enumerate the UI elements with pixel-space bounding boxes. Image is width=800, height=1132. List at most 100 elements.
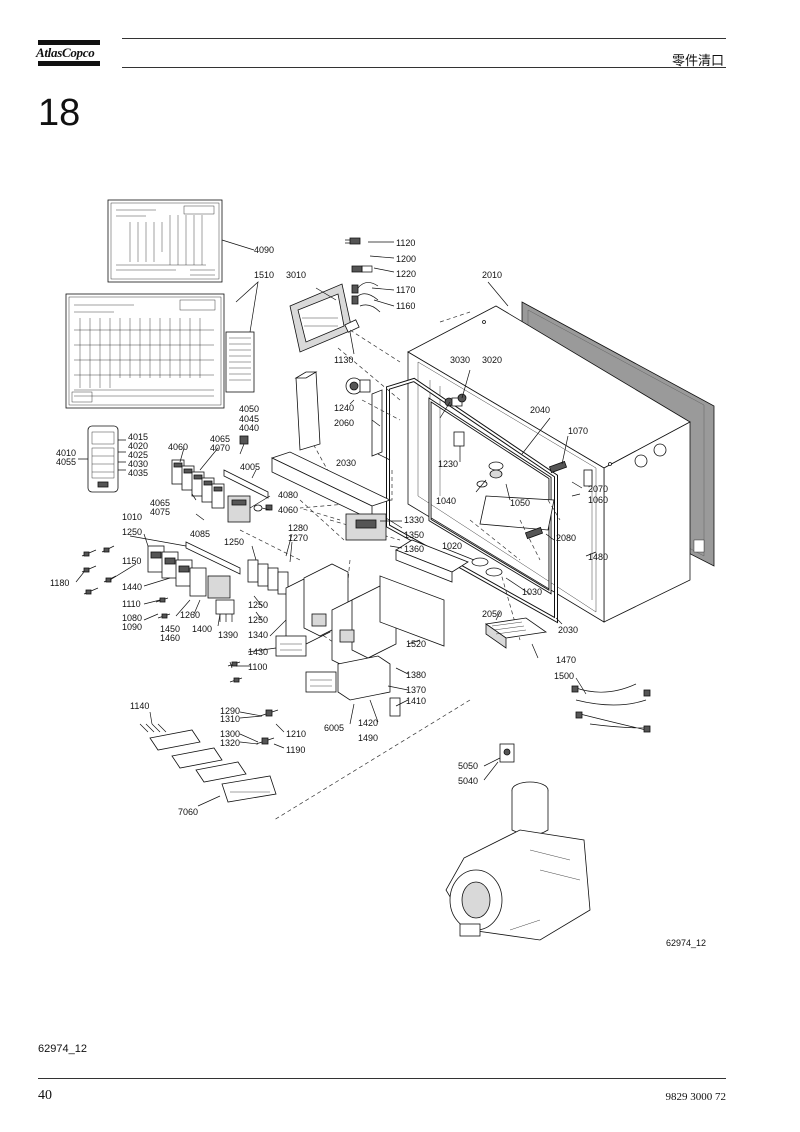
callout-1370: 1370 — [406, 685, 426, 695]
callout-4060: 4060 — [168, 442, 188, 452]
callout-1390: 1390 — [218, 630, 238, 640]
callout-1300: 1300 — [220, 729, 240, 739]
callout-1350: 1350 — [404, 530, 424, 540]
wiring-diagram-sheet-narrow — [225, 331, 255, 393]
callout-1160: 1160 — [396, 301, 415, 311]
callout-1320: 1320 — [220, 738, 240, 748]
cable-duct-1020 — [395, 539, 469, 583]
contactor-group-1440 — [147, 545, 193, 587]
callout-2060: 2060 — [334, 418, 354, 428]
fuses-1180-1150 — [81, 545, 117, 595]
terminal-blocks-7060 — [139, 723, 277, 803]
overload-relays-1430 — [275, 635, 337, 693]
callout-1520: 1520 — [406, 639, 426, 649]
callout-4085: 4085 — [190, 529, 210, 539]
header-rule-bottom — [122, 67, 726, 68]
callout-1200: 1200 — [396, 254, 416, 264]
callout-1330: 1330 — [404, 515, 424, 525]
callout-1380: 1380 — [406, 670, 426, 680]
callout-2030-lower: 2030 — [558, 625, 578, 635]
callout-1010: 1010 — [122, 512, 142, 522]
callout-1310: 1310 — [220, 714, 240, 724]
callout-3030: 3030 — [450, 355, 470, 365]
mounting-plate-1520 — [379, 575, 445, 647]
callout-1230: 1230 — [438, 459, 458, 469]
callout-5040: 5040 — [458, 776, 478, 786]
callout-4080: 4080 — [278, 490, 298, 500]
callout-1400: 1400 — [192, 624, 212, 634]
connector-2080 — [524, 526, 544, 540]
callout-4060-lower: 4060 — [278, 505, 298, 515]
callout-1250-c: 1250 — [248, 600, 268, 610]
solenoid-valve-5050 — [499, 743, 515, 763]
callout-1280: 1280 — [288, 523, 308, 533]
callout-1460: 1460 — [160, 633, 180, 643]
wiring-diagram-sheet-small — [107, 199, 223, 283]
figure-ref-diagram: 62974_12 — [666, 938, 706, 948]
exploded-parts-diagram: 4090 1510 3010 2010 1120 1200 1220 1170 … — [50, 199, 715, 948]
callout-1070: 1070 — [568, 426, 588, 436]
cable-harness-1500 — [571, 683, 651, 733]
callout-1130: 1130 — [334, 355, 353, 365]
callout-1250-b: 1250 — [224, 537, 244, 547]
header-rule-top — [122, 38, 726, 39]
callout-1340: 1340 — [248, 630, 268, 640]
callout-1290: 1290 — [220, 706, 240, 716]
door-frame-gasket — [386, 377, 558, 624]
section-number: 18 — [38, 92, 81, 134]
callout-1500: 1500 — [554, 671, 574, 681]
gland-nut-1030 — [471, 557, 503, 577]
contactor-block-1420 — [337, 655, 391, 701]
callout-1110: 1110 — [122, 599, 141, 609]
figure-ref-bottom: 62974_12 — [38, 1043, 87, 1055]
callout-4045: 4045 — [239, 414, 259, 424]
compressor-element — [445, 781, 591, 941]
logo-bar-top — [38, 40, 100, 45]
callout-3020: 3020 — [482, 355, 502, 365]
gland-1240 — [345, 377, 371, 395]
relay-row-4060 — [171, 459, 251, 523]
callout-1080: 1080 — [122, 613, 142, 623]
callout-4010: 4010 — [56, 448, 76, 458]
callout-1090: 1090 — [122, 622, 142, 632]
callout-4055: 4055 — [56, 457, 76, 467]
callout-4065: 4065 — [210, 434, 230, 444]
callout-1250-d: 1250 — [248, 615, 268, 625]
callout-1420: 1420 — [358, 718, 378, 728]
footer-rule — [38, 1078, 726, 1079]
callout-4025: 4025 — [128, 450, 148, 460]
din-rail-4005 — [223, 469, 269, 499]
display-module-3010 — [289, 283, 353, 353]
callout-2070: 2070 — [588, 484, 608, 494]
connector-1220 — [351, 265, 373, 273]
fuses-1100 — [227, 661, 243, 683]
relay-1260 — [189, 567, 231, 599]
callout-1140: 1140 — [130, 701, 149, 711]
module-1230 — [453, 431, 465, 447]
callout-1250-a: 1250 — [122, 527, 142, 537]
callout-4020: 4020 — [128, 441, 148, 451]
keypad-4010 — [87, 425, 119, 493]
callout-6005: 6005 — [324, 723, 344, 733]
connector-1120 — [345, 237, 361, 245]
callout-4065-lower: 4065 — [150, 498, 170, 508]
callout-1510: 1510 — [254, 270, 274, 280]
callout-2010: 2010 — [482, 270, 502, 280]
contactor-1330 — [345, 513, 387, 541]
callout-4050: 4050 — [239, 404, 259, 414]
callout-4040: 4040 — [239, 423, 259, 433]
callout-1240: 1240 — [334, 403, 354, 413]
callout-1190: 1190 — [286, 745, 305, 755]
callout-4005: 4005 — [240, 462, 260, 472]
terminal-block-1390 — [215, 599, 235, 622]
callout-1120: 1120 — [396, 238, 415, 248]
callout-1490: 1490 — [358, 733, 378, 743]
callout-1480: 1480 — [588, 552, 608, 562]
callout-4075: 4075 — [150, 507, 170, 517]
logo-atlas-copco: AtlasCopco — [36, 45, 95, 60]
callout-1210: 1210 — [286, 729, 306, 739]
callout-1450: 1450 — [160, 624, 180, 634]
page-number: 40 — [38, 1088, 52, 1103]
callout-1150: 1150 — [122, 556, 141, 566]
callout-1180: 1180 — [50, 578, 69, 588]
